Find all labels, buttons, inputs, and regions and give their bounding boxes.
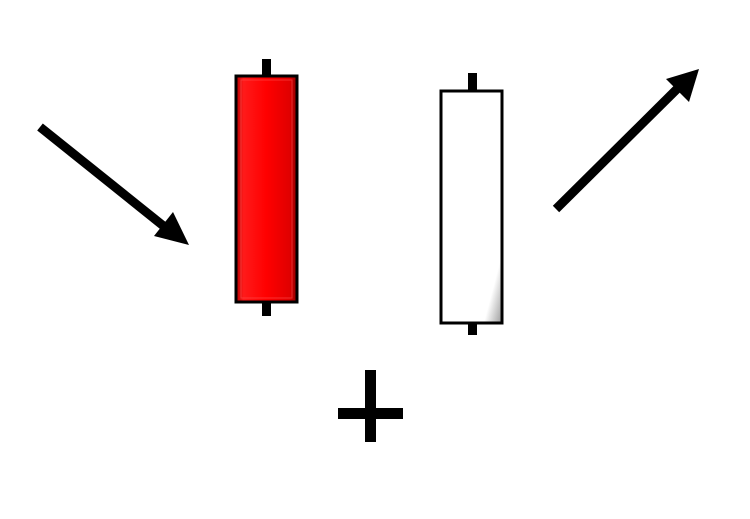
bullish-candle-upper-wick bbox=[468, 73, 477, 92]
uptrend-arrow bbox=[552, 69, 699, 213]
plus-symbol bbox=[338, 370, 403, 442]
bearish-candle-lower-wick bbox=[262, 300, 271, 316]
bearish-candle-body bbox=[234, 74, 299, 304]
bullish-candle bbox=[439, 73, 504, 335]
bearish-candle bbox=[234, 59, 299, 316]
bullish-candle-body bbox=[439, 89, 504, 325]
bearish-candle-upper-wick bbox=[262, 59, 271, 77]
bullish-candle-lower-wick bbox=[468, 321, 477, 335]
downtrend-arrow bbox=[37, 123, 189, 245]
